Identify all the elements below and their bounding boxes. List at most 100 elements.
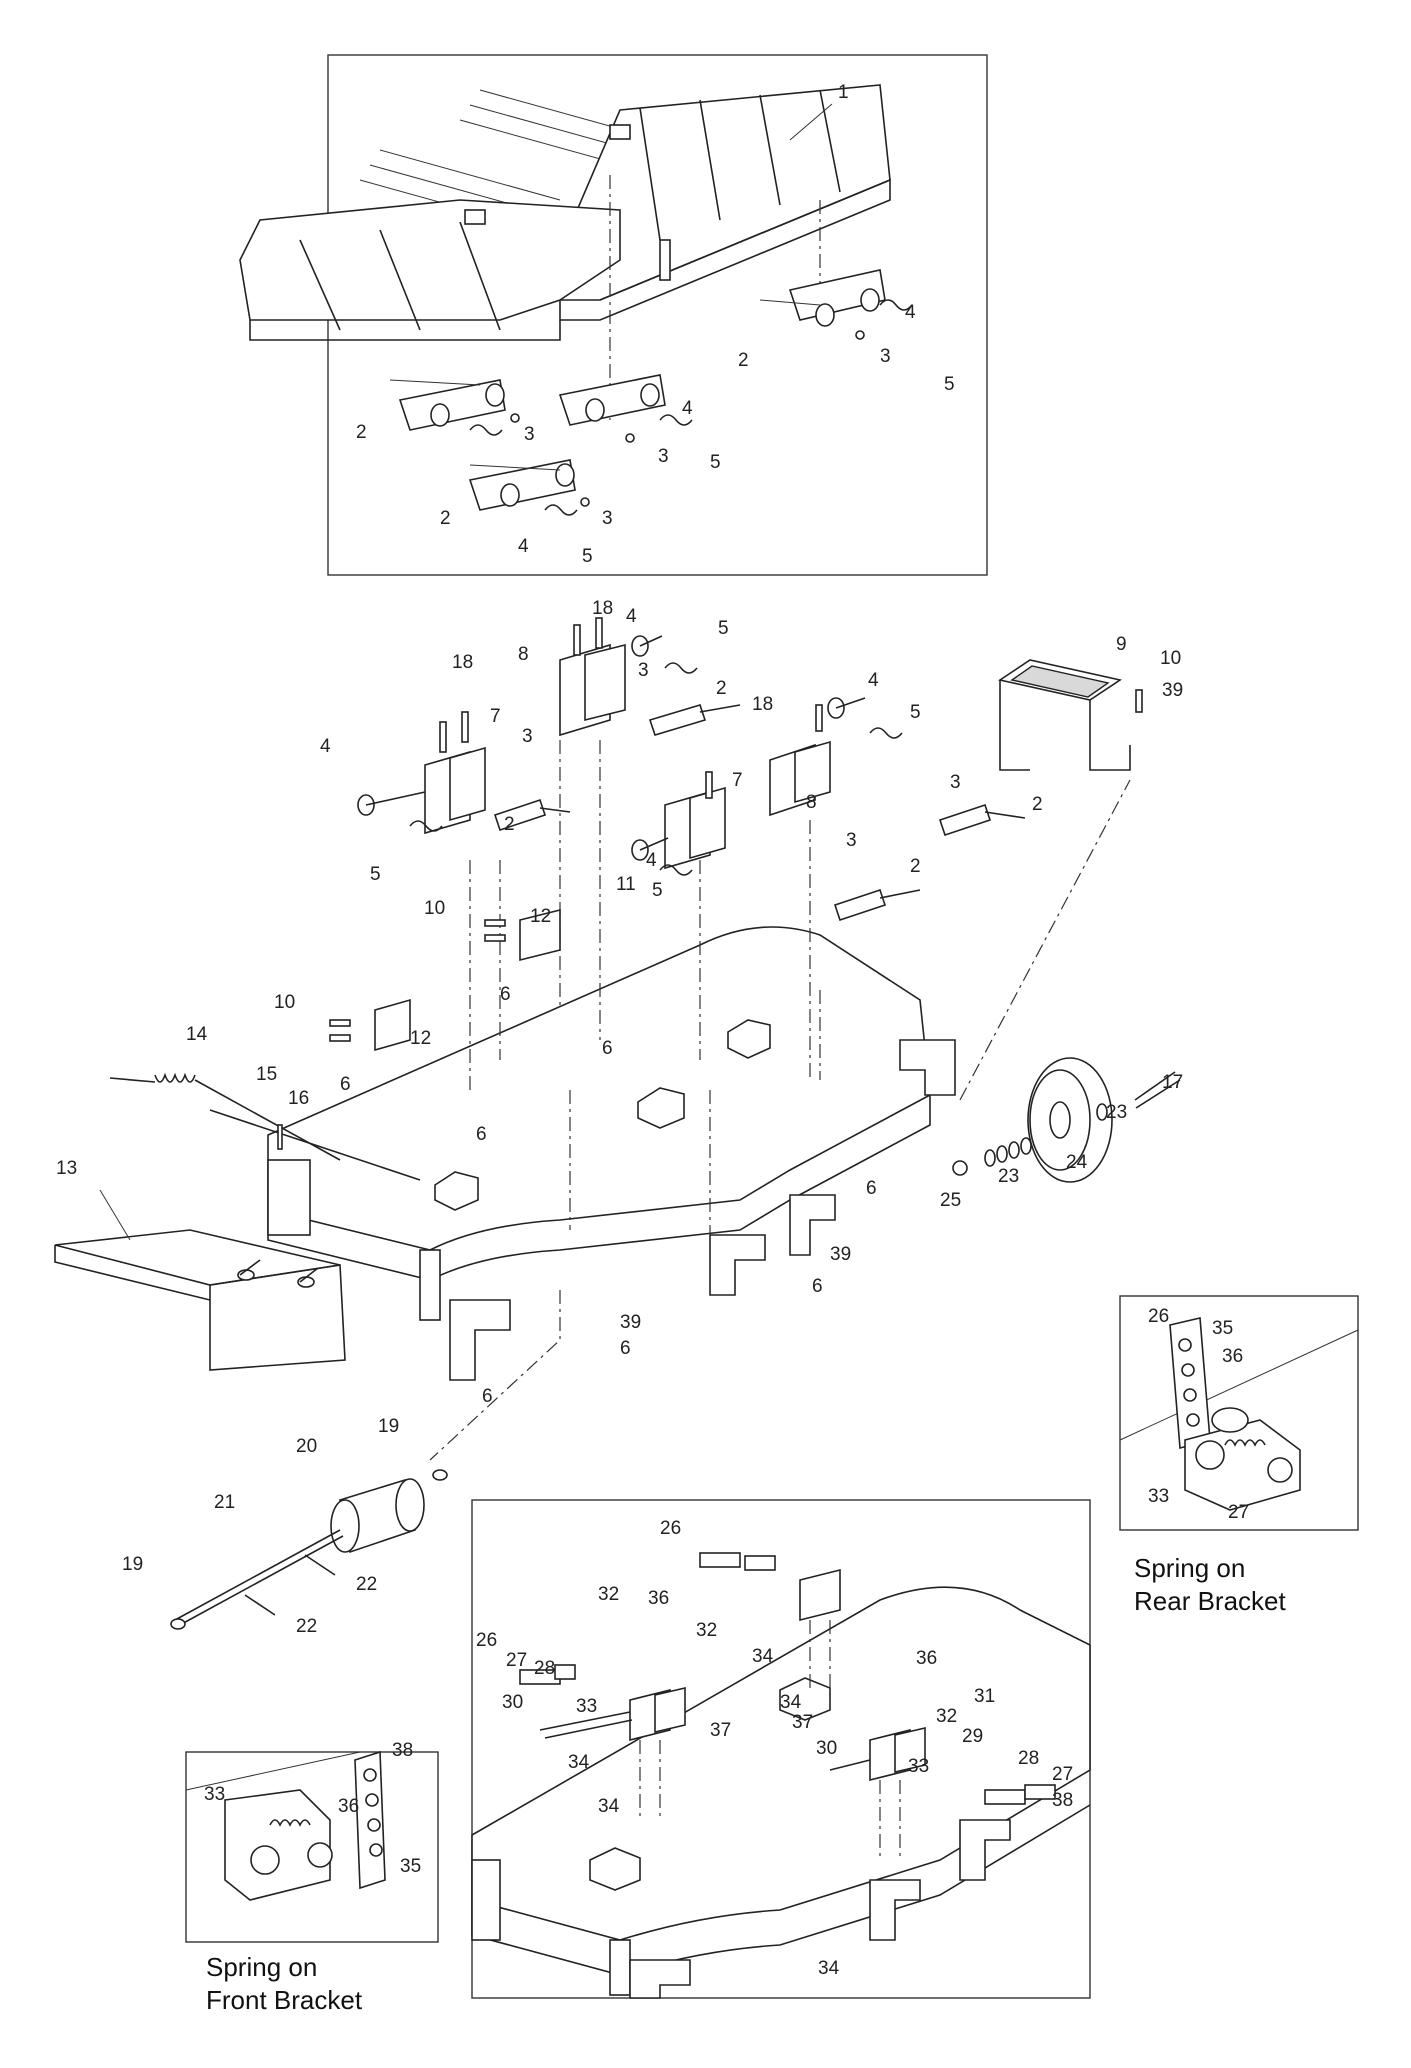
- rear-bracket-inset: [1119, 1295, 1359, 1531]
- callout-deck-5: 5: [910, 702, 921, 723]
- callout-detail-28: 28: [534, 1658, 555, 1679]
- callout-detail-36: 36: [648, 1588, 669, 1609]
- callout-deck-6: 6: [812, 1276, 823, 1297]
- callout-deck-20: 20: [296, 1436, 317, 1457]
- callout-deck-6: 6: [482, 1386, 493, 1407]
- callout-deck-5: 5: [718, 618, 729, 639]
- callout-deck-14: 14: [186, 1024, 208, 1045]
- front-caption-line2: Front Bracket: [206, 1985, 363, 2015]
- callout-detail-26: 26: [660, 1518, 681, 1539]
- callout-deck-13: 13: [56, 1158, 77, 1179]
- hitch-arm-center: [558, 374, 693, 443]
- callout-deck-22: 22: [296, 1616, 317, 1637]
- callout-deck-24: 24: [1066, 1152, 1088, 1173]
- callout-rear-33: 33: [1148, 1486, 1169, 1507]
- rear-caption-line2: Rear Bracket: [1134, 1586, 1286, 1616]
- callout-deck-39: 39: [830, 1244, 851, 1265]
- callout-deck-6: 6: [476, 1124, 487, 1145]
- wheel-assembly: [952, 1057, 1181, 1183]
- callout-frame-3: 3: [602, 508, 613, 529]
- callout-deck-11: 11: [616, 874, 636, 895]
- callout-deck-6: 6: [340, 1074, 351, 1095]
- callout-rear-36: 36: [1222, 1346, 1243, 1367]
- callout-frame-2: 2: [738, 350, 749, 371]
- frame-assembly-panel: [239, 54, 988, 576]
- callout-detail-27: 27: [506, 1650, 527, 1671]
- callout-frame-3: 3: [524, 424, 535, 445]
- front-caption-line1: Spring on: [206, 1952, 317, 1982]
- roller-assembly: [170, 1469, 448, 1630]
- callout-detail-34: 34: [568, 1752, 590, 1773]
- shield-part-13: [54, 1189, 346, 1371]
- rear-caption-line1: Spring on: [1134, 1553, 1245, 1583]
- frame-part-1: [239, 84, 891, 341]
- callout-deck-19: 19: [122, 1554, 143, 1575]
- spring-bracket-detail-panel: [471, 1499, 1091, 1999]
- callout-deck-4: 4: [626, 606, 637, 627]
- callout-front-35: 35: [400, 1856, 421, 1877]
- callout-deck-10: 10: [274, 992, 295, 1013]
- callout-deck-4: 4: [868, 670, 879, 691]
- callout-deck-2: 2: [910, 856, 921, 877]
- callout-detail-34: 34: [780, 1692, 802, 1713]
- callout-deck-18: 18: [592, 598, 613, 619]
- callout-deck-25: 25: [940, 1190, 961, 1211]
- callout-detail-31: 31: [974, 1686, 995, 1707]
- callout-deck-39: 39: [1162, 680, 1183, 701]
- callout-frame-2: 2: [440, 508, 451, 529]
- callout-deck-7: 7: [490, 706, 501, 727]
- callout-frame-5: 5: [710, 452, 721, 473]
- hitch-arm-right: [759, 269, 913, 340]
- hitch-arm-lower: [468, 459, 590, 516]
- front-bracket-inset: [185, 1750, 439, 1943]
- callout-deck-39: 39: [620, 1312, 641, 1333]
- callout-deck-22: 22: [356, 1574, 377, 1595]
- callout-deck-3: 3: [638, 660, 649, 681]
- callout-frame-5: 5: [582, 546, 593, 567]
- callout-deck-15: 15: [256, 1064, 277, 1085]
- callout-detail-29: 29: [962, 1726, 983, 1747]
- callout-detail-34: 34: [598, 1796, 620, 1817]
- callout-rear-35: 35: [1212, 1318, 1233, 1339]
- deck-part-11: [267, 926, 931, 1251]
- callout-deck-23: 23: [1106, 1102, 1127, 1123]
- callout-deck-18: 18: [752, 694, 773, 715]
- callout-deck-18: 18: [452, 652, 473, 673]
- callout-detail-34: 34: [752, 1646, 774, 1667]
- spring-rod-assembly: [109, 1072, 421, 1181]
- callout-frame-3: 3: [658, 446, 669, 467]
- callout-frame-4: 4: [905, 302, 916, 323]
- callout-detail-32: 32: [936, 1706, 957, 1727]
- callout-deck-12: 12: [410, 1028, 431, 1049]
- callout-detail-28: 28: [1018, 1748, 1039, 1769]
- callout-deck-2: 2: [504, 814, 515, 835]
- callout-detail-34: 34: [818, 1958, 840, 1979]
- callout-detail-37: 37: [710, 1720, 731, 1741]
- callout-detail-36: 36: [916, 1648, 937, 1669]
- callout-detail-37: 37: [792, 1712, 813, 1733]
- callout-deck-12: 12: [530, 906, 551, 927]
- callout-deck-4: 4: [646, 850, 657, 871]
- callout-deck-6: 6: [620, 1338, 631, 1359]
- hitch-arm-left: [389, 379, 520, 436]
- callout-deck-6: 6: [602, 1038, 613, 1059]
- callout-deck-6: 6: [500, 984, 511, 1005]
- callout-deck-16: 16: [288, 1088, 309, 1109]
- callout-deck-4: 4: [320, 736, 331, 757]
- callout-rear-26: 26: [1148, 1306, 1169, 1327]
- callout-deck-5: 5: [652, 880, 663, 901]
- callout-detail-30: 30: [502, 1692, 523, 1713]
- callout-deck-10: 10: [1160, 648, 1181, 669]
- callout-detail-33: 33: [576, 1696, 597, 1717]
- callout-deck-23: 23: [998, 1166, 1019, 1187]
- callout-front-36: 36: [338, 1796, 359, 1817]
- callout-detail-30: 30: [816, 1738, 837, 1759]
- callout-front-33: 33: [204, 1784, 225, 1805]
- callout-detail-33: 33: [908, 1756, 929, 1777]
- callout-frame-4: 4: [682, 398, 693, 419]
- callout-deck-9: 9: [1116, 634, 1127, 655]
- callout-detail-38: 38: [1052, 1790, 1073, 1811]
- callout-deck-17: 17: [1162, 1072, 1183, 1093]
